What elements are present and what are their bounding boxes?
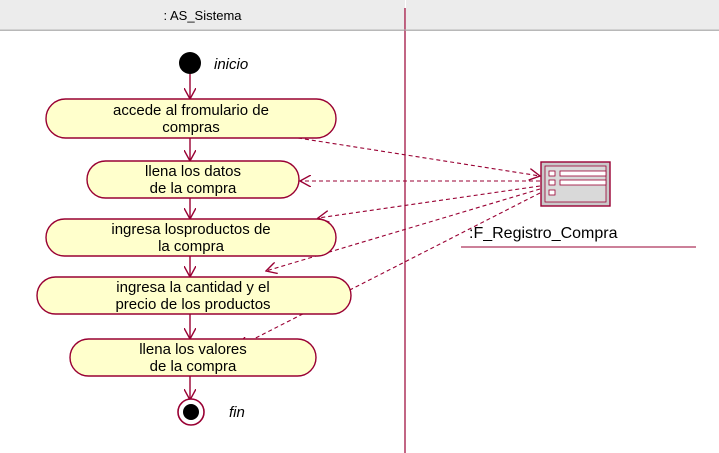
end-node-label: fin: [229, 404, 245, 421]
swimlane-title: : AS_Sistema: [163, 8, 242, 23]
activity-llena-datos[interactable]: llena los datos de la compra: [86, 160, 300, 199]
object-flows: [238, 137, 541, 347]
form-icon[interactable]: [540, 161, 611, 207]
activity-label: compras: [162, 119, 220, 136]
swimlane-header-right[interactable]: [406, 0, 719, 31]
activity-label: ingresa la cantidad y el: [116, 279, 269, 296]
activity-label: de la compra: [150, 180, 237, 197]
activity-ingresa-productos[interactable]: ingresa losproductos de la compra: [45, 218, 337, 257]
activity-ingresa-cantidad-precio[interactable]: ingresa la cantidad y el precio de los p…: [36, 276, 352, 315]
activity-llena-valores[interactable]: llena los valores de la compra: [69, 338, 317, 377]
start-node[interactable]: [179, 52, 201, 74]
activity-label: de la compra: [150, 358, 237, 375]
activity-label: accede al fromulario de: [113, 102, 269, 119]
end-node[interactable]: [177, 398, 205, 426]
activity-accede-formulario[interactable]: accede al fromulario de compras: [45, 98, 337, 139]
object-label: :F_Registro_Compra: [469, 225, 618, 242]
object-flow-arrow: [266, 188, 541, 271]
activity-label: la compra: [158, 238, 225, 255]
start-node-label: inicio: [214, 56, 248, 73]
activity-label: precio de los productos: [115, 296, 270, 313]
object-flow-arrow: [318, 185, 541, 218]
activity-label: llena los valores: [139, 341, 247, 358]
activity-label: llena los datos: [145, 163, 241, 180]
activity-label: ingresa losproductos de: [111, 221, 270, 238]
object-flow-arrow: [238, 192, 541, 347]
object-flow-arrow: [297, 137, 540, 176]
